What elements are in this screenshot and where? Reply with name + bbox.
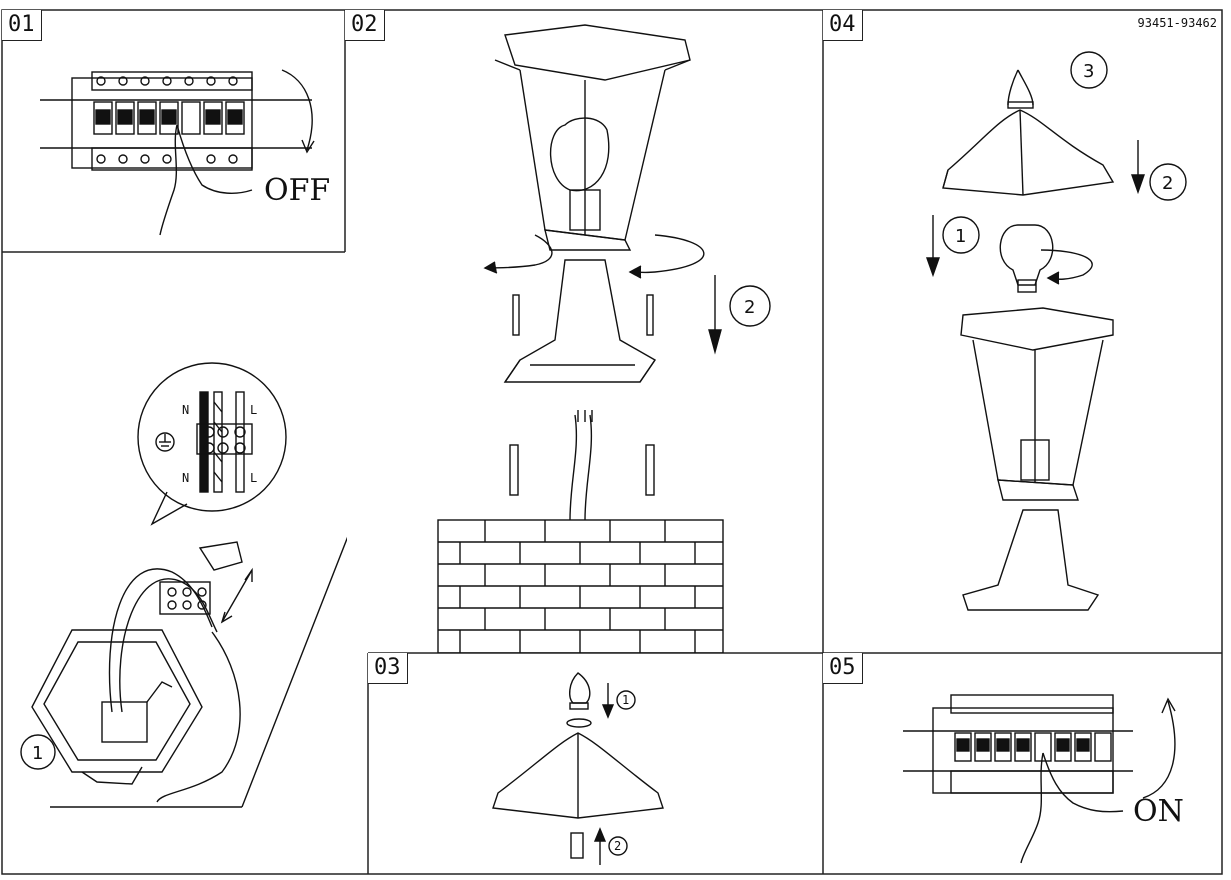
p04-step-2-circle — [1149, 163, 1187, 201]
breaker-row — [93, 101, 245, 135]
wiring-illustration: N L N L 1 — [20, 362, 347, 808]
p03-step-1-circle — [616, 690, 636, 710]
panel-04-step-2: 2 — [1162, 173, 1173, 194]
document-code: 93451-93462 — [1137, 16, 1217, 30]
panel-number-05: 05 — [823, 653, 863, 684]
panel-02-step-2: 2 — [744, 297, 755, 318]
off-label: OFF — [264, 173, 330, 208]
panel-03-finial-illustration: 1 2 — [492, 672, 664, 865]
panel-05-breaker-illustration: ON — [903, 694, 1184, 864]
live-label-bottom: L — [250, 471, 257, 485]
ground-icon — [155, 432, 175, 452]
panel-03-step-1: 1 — [622, 693, 629, 707]
panel-04-step-3: 3 — [1083, 61, 1094, 82]
panel-number-02: 02 — [345, 10, 385, 41]
neutral-label-bottom: N — [182, 471, 189, 485]
panel-04-bulb-illustration: 3 2 1 — [926, 51, 1187, 611]
wiring-detail-callout — [137, 362, 287, 512]
neutral-label-top: N — [182, 403, 189, 417]
panel-04-step-1: 1 — [955, 226, 966, 247]
panel-number-01: 01 — [2, 10, 42, 41]
panel-number-03: 03 — [368, 653, 408, 684]
p03-step-2-circle — [608, 836, 628, 856]
panel-03-step-2: 2 — [614, 839, 621, 853]
step-3-circle — [1070, 51, 1108, 89]
panel-01-breaker-illustration: OFF — [40, 69, 330, 236]
on-label: ON — [1133, 794, 1184, 829]
live-label-top: L — [250, 403, 257, 417]
step-2-circle — [729, 285, 771, 327]
wiring-step-1: 1 — [32, 743, 43, 764]
p04-step-1-circle — [942, 216, 980, 254]
panel-number-04: 04 — [823, 10, 863, 41]
step-1-circle — [20, 734, 56, 770]
panel-02-mount-illustration: 2 — [437, 24, 771, 653]
